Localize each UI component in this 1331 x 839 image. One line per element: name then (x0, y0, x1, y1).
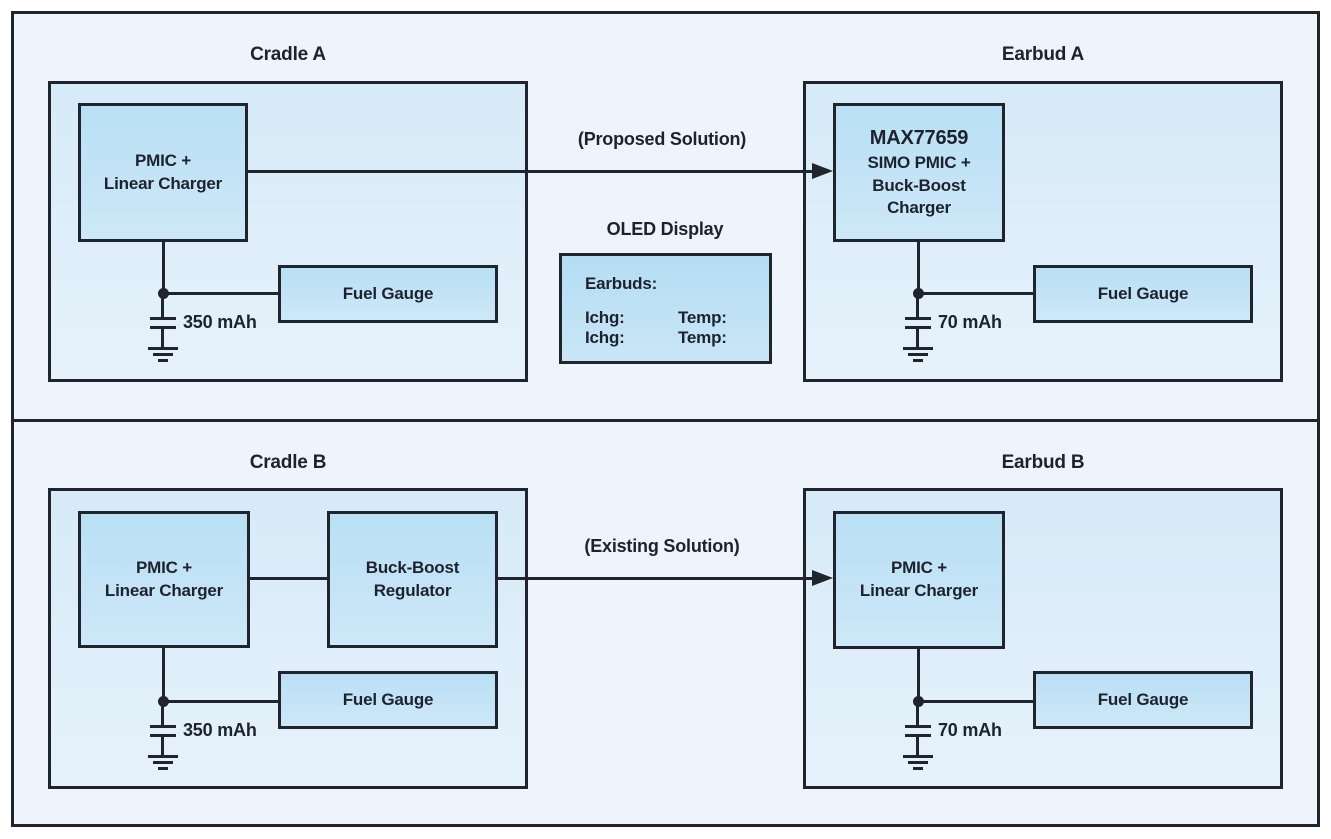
chip-text-line: Linear Charger (104, 580, 224, 600)
fuel-gauge-box: Fuel Gauge (1033, 671, 1253, 729)
oled-ichg-label: Ichg: (585, 328, 625, 347)
battery-capacity-label: 70 mAh (938, 312, 1002, 332)
battery-ground-icon (148, 701, 178, 771)
chip-text-line: Fuel Gauge (342, 689, 434, 709)
section-divider (11, 419, 1320, 422)
earbud-a-title: Earbud A (1001, 44, 1085, 65)
proposed-connection-line (248, 170, 812, 173)
connection-line (917, 649, 920, 701)
battery-capacity-label: 70 mAh (938, 720, 1002, 740)
chip-text-line: Fuel Gauge (1097, 283, 1189, 303)
chip-text-line: Buck-Boost (365, 557, 460, 577)
pmic-to-regulator-line (250, 577, 327, 580)
oled-display-box: Earbuds: Ichg: Temp: Ichg: Temp: (559, 253, 772, 364)
connection-line (163, 700, 278, 703)
battery-capacity-label: 350 mAh (183, 312, 257, 332)
existing-solution-label: (Existing Solution) (584, 536, 740, 556)
chip-text-line: Fuel Gauge (1097, 689, 1189, 709)
arrowhead-icon (812, 570, 833, 586)
proposed-solution-label: (Proposed Solution) (577, 129, 747, 149)
pmic-linear-charger-chip: PMIC + Linear Charger (78, 103, 248, 242)
battery-ground-icon (148, 293, 178, 363)
chip-text-line: Buck-Boost (872, 175, 966, 195)
connection-line (162, 648, 165, 701)
buck-boost-regulator-chip: Buck-Boost Regulator (327, 511, 498, 648)
oled-display-title: OLED Display (606, 219, 724, 239)
battery-ground-icon (903, 293, 933, 363)
chip-text-line: Linear Charger (859, 581, 979, 600)
chip-text-line: PMIC + (136, 557, 192, 577)
chip-text-line: Charger (887, 198, 951, 218)
max77659-chip: MAX77659 SIMO PMIC + Buck-Boost Charger (833, 103, 1005, 242)
battery-ground-icon (903, 701, 933, 771)
connection-line (163, 292, 278, 295)
pmic-linear-charger-chip: PMIC + Linear Charger (78, 511, 250, 648)
fuel-gauge-box: Fuel Gauge (278, 671, 498, 729)
cradle-a-title: Cradle A (250, 44, 326, 65)
oled-header: Earbuds: (585, 274, 658, 293)
chip-text-line: PMIC + (135, 150, 191, 170)
chip-text-line: Regulator (373, 580, 452, 600)
connection-line (917, 242, 920, 293)
cradle-b-title: Cradle B (249, 452, 327, 473)
connection-line (918, 700, 1033, 703)
oled-ichg-label: Ichg: (585, 308, 625, 327)
fuel-gauge-box: Fuel Gauge (1033, 265, 1253, 323)
existing-connection-line (498, 577, 812, 580)
connection-line (162, 242, 165, 293)
oled-temp-label: Temp: (678, 308, 727, 327)
fuel-gauge-box: Fuel Gauge (278, 265, 498, 323)
chip-text-line: SIMO PMIC + (867, 152, 971, 172)
pmic-linear-charger-chip: PMIC + Linear Charger (833, 511, 1005, 649)
chip-text-line: Linear Charger (103, 173, 223, 193)
chip-title: MAX77659 (869, 126, 969, 149)
chip-text-line: Fuel Gauge (342, 283, 434, 303)
battery-capacity-label: 350 mAh (183, 720, 257, 740)
chip-text-line: PMIC + (891, 558, 947, 578)
oled-temp-label: Temp: (678, 328, 727, 347)
arrowhead-icon (812, 163, 833, 179)
connection-line (918, 292, 1033, 295)
earbud-b-title: Earbud B (1001, 452, 1085, 473)
